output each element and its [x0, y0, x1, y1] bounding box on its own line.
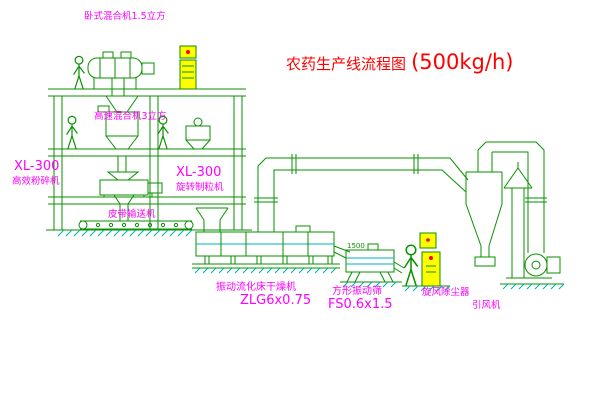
- indicator-light-icon: [429, 256, 433, 260]
- fluid-bed-dryer: [192, 225, 340, 269]
- diagram-title: 农药生产线流程图 (500kg/h): [286, 50, 513, 74]
- belt-conveyor: [78, 220, 194, 230]
- indicator-light-icon: [426, 238, 430, 242]
- label-cyclone: 旋风除尘器: [422, 286, 470, 298]
- label-dryer-name: 振动流化床干燥机: [216, 280, 296, 293]
- cyclone-separator: [465, 150, 503, 267]
- feed-hopper: [195, 207, 229, 232]
- text-labels: 农药生产线流程图 (500kg/h) 卧式混合机1.5立方 高速混合机3立方 X…: [12, 10, 513, 312]
- label-mill-model: XL-300: [14, 159, 59, 174]
- label-sieve-name: 方形振动筛: [332, 284, 382, 297]
- label-horizontal-mixer: 卧式混合机1.5立方: [84, 10, 166, 22]
- label-sieve-model: FS0.6x1.5: [328, 297, 393, 312]
- ground-hatch: [57, 229, 193, 237]
- high-speed-mixer: [97, 105, 139, 172]
- title-capacity: (500kg/h): [411, 50, 513, 74]
- rotary-granulator: [185, 117, 211, 150]
- sieve-base-hatch: [342, 281, 397, 288]
- label-fan: 引风机: [472, 299, 501, 311]
- title-prefix: 农药生产线流程图: [286, 55, 406, 73]
- label-granulator-model: XL-300: [176, 165, 221, 180]
- fan-ground-hatch: [502, 283, 565, 290]
- exhaust-duct: [254, 154, 469, 232]
- vibrating-sieve: [333, 243, 405, 283]
- label-high-speed-mixer: 高速混合机3立方: [94, 110, 167, 122]
- building-frame: [46, 88, 252, 231]
- worker-figure-icon: [72, 55, 86, 90]
- label-dryer-model: ZLG6x0.75: [240, 293, 311, 308]
- horizontal-mixer: [87, 51, 155, 113]
- label-belt-conveyor: 皮带输送机: [108, 208, 156, 220]
- cabinet-ground-hatch: [404, 285, 451, 292]
- dryer-base-hatch: [194, 267, 337, 274]
- worker-figure-icon: [65, 115, 79, 150]
- sieve-dimension-text: 1500: [347, 242, 365, 250]
- indicator-light-icon: [186, 50, 190, 54]
- label-granulator-name: 旋转制粒机: [176, 181, 224, 193]
- line-art: [46, 45, 565, 292]
- high-efficiency-mill: [99, 171, 163, 221]
- worker-figure-icon: [403, 244, 419, 287]
- fan-inlet-duct: [477, 141, 547, 253]
- label-mill-name: 高效粉碎机: [12, 175, 60, 187]
- control-cabinet-top: [179, 45, 197, 90]
- induced-draft-fan: [500, 253, 564, 285]
